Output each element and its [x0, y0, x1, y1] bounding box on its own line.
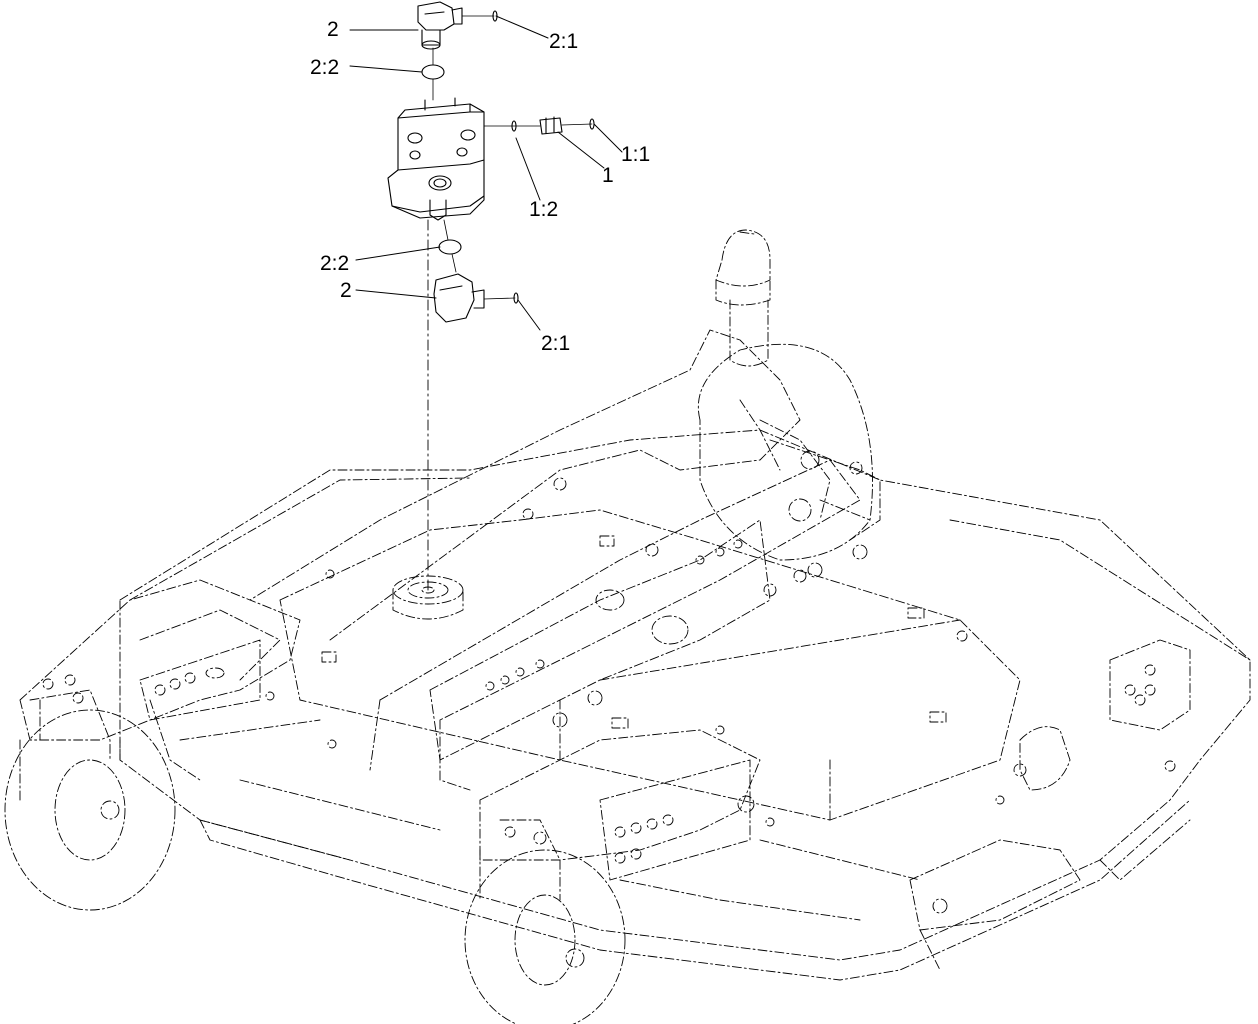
hydraulic-motor — [387, 97, 485, 221]
callout-side-fitting: 1 — [602, 164, 614, 187]
callout-side-fitting-seal: 1:1 — [621, 143, 651, 166]
bottom-elbow-fitting — [433, 273, 519, 323]
callout-bottom-fitting: 2 — [340, 279, 352, 302]
top-oring — [421, 64, 445, 80]
callout-bottom-fitting-seal: 2:1 — [541, 332, 571, 355]
top-elbow-fitting — [417, 1, 463, 50]
callout-top-fitting: 2 — [327, 18, 339, 41]
callout-top-oring: 2:2 — [310, 56, 340, 79]
callout-side-fitting-oring: 1:2 — [529, 198, 559, 221]
callout-bottom-oring: 2:2 — [320, 252, 350, 275]
mower-deck — [4, 229, 1251, 1024]
side-adapter-fitting — [483, 116, 595, 135]
top-fitting-seal — [461, 10, 498, 22]
bottom-oring — [438, 239, 462, 255]
callout-top-fitting-seal: 2:1 — [549, 30, 579, 53]
leader-lines — [349, 15, 623, 331]
